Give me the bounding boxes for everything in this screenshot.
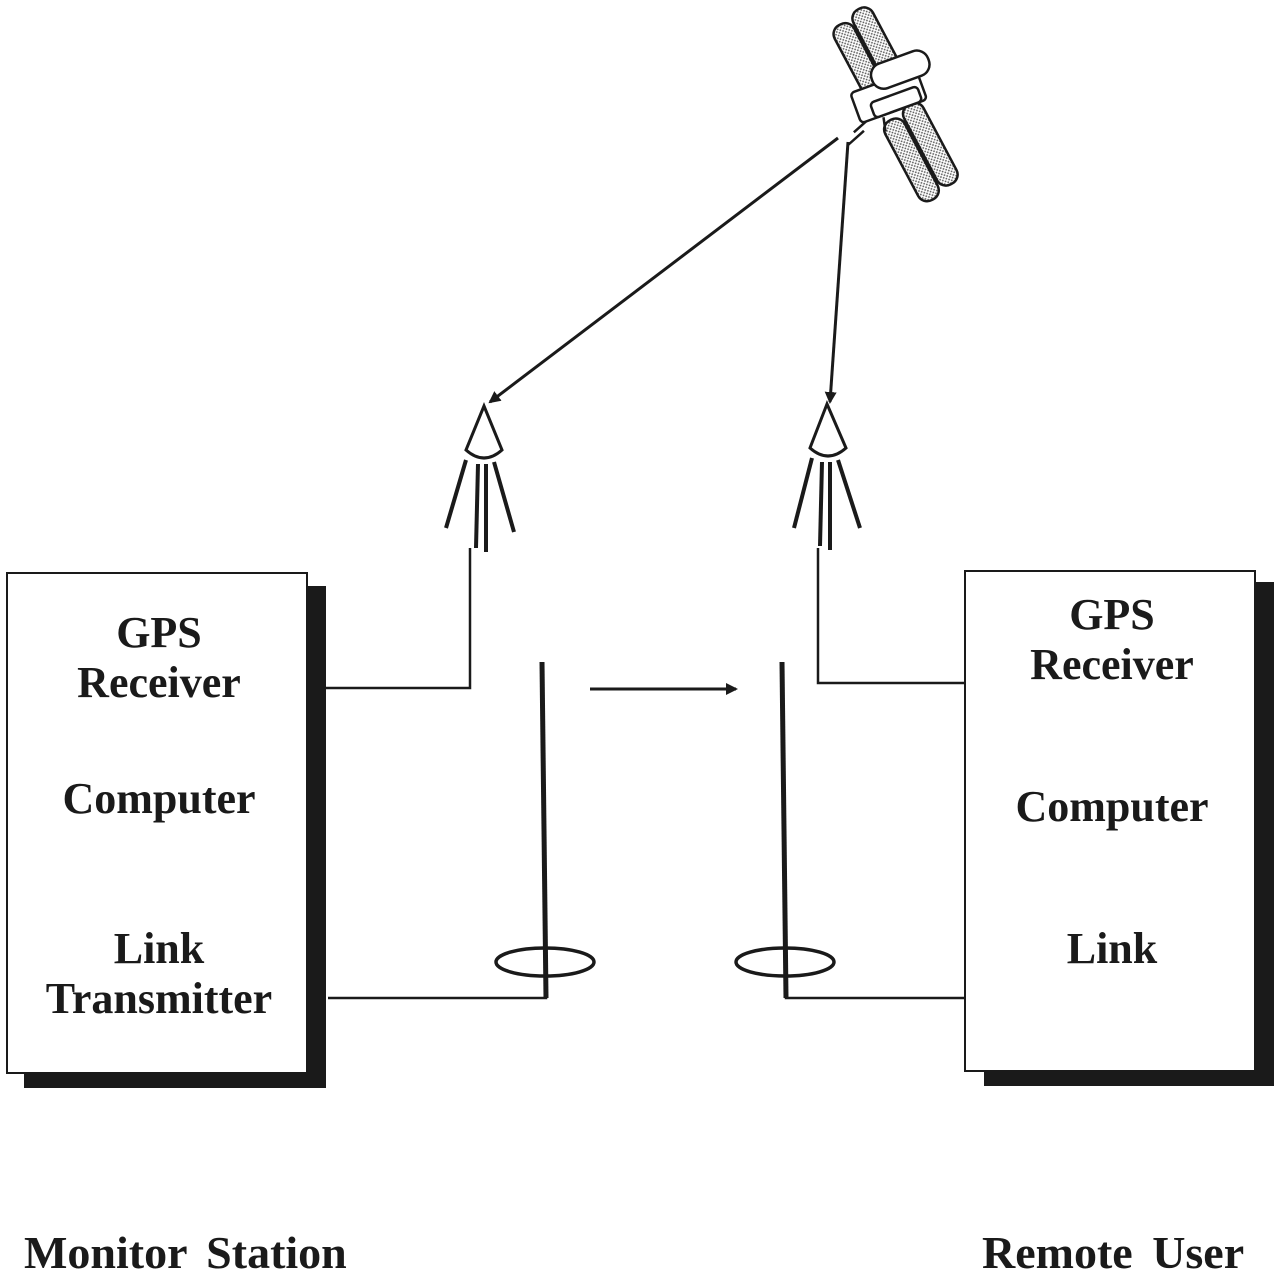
monitor-link-label: Link Transmitter (45, 924, 273, 1023)
gps-antenna-right-icon (792, 400, 862, 550)
remote-link-label: Link (1066, 924, 1158, 973)
wire-gps-left (320, 548, 472, 690)
link-antenna-receive-icon (734, 661, 836, 999)
monitor-station-title: Monitor Station (24, 1227, 347, 1278)
monitor-station-box: GPS Receiver Computer Link Transmitter (6, 572, 308, 1074)
signal-line-left (488, 136, 839, 404)
signal-line-right (824, 141, 850, 404)
monitor-computer-label: Computer (62, 774, 256, 823)
remote-user-title: Remote User (982, 1227, 1245, 1278)
remote-user-box: GPS Receiver Computer Link (964, 570, 1256, 1072)
remote-computer-label: Computer (1015, 782, 1209, 831)
wire-link-right (784, 965, 968, 1000)
satellite-icon (832, 6, 959, 203)
wire-link-left (328, 965, 548, 1000)
gps-antenna-left-icon (444, 402, 516, 552)
remote-gps-receiver-label: GPS Receiver (1030, 590, 1194, 689)
monitor-gps-receiver-label: GPS Receiver (77, 608, 241, 707)
link-antenna-transmit-icon (494, 661, 596, 999)
wire-gps-right (816, 548, 968, 685)
